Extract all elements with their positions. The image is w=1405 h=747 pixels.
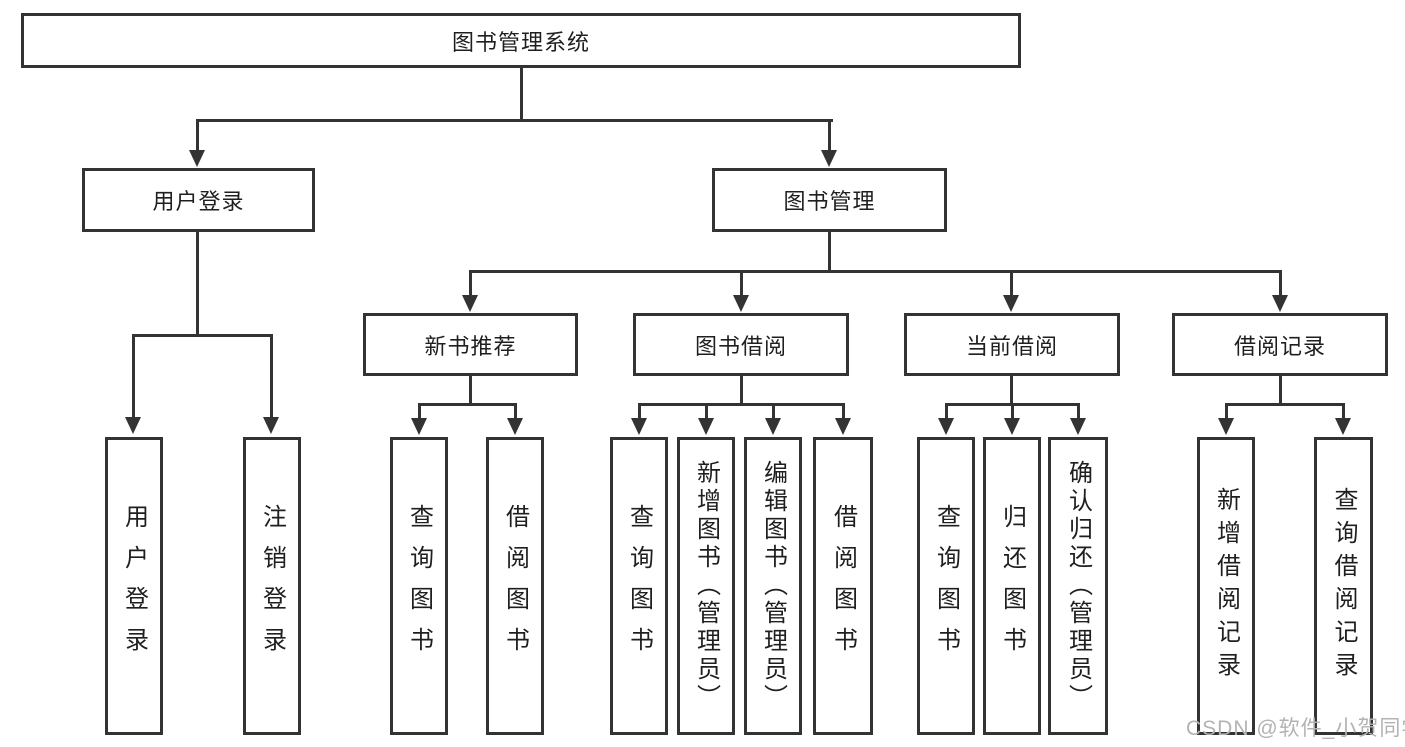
arrow-down-icon [1003, 295, 1019, 312]
leaf-query-books-current: 查询图书 [917, 437, 975, 735]
csdn-watermark: CSDN @软件_小贺同学 [1186, 717, 1405, 740]
connector-line [1342, 403, 1345, 420]
connector-line [469, 376, 472, 406]
leaf-logout: 注销登录 [243, 437, 301, 735]
arrow-down-icon [835, 418, 851, 435]
connector-line [828, 232, 831, 273]
node-label: 查询图书 [932, 504, 960, 668]
connector-line [1010, 270, 1013, 298]
connector-line [828, 119, 831, 152]
node-label: 归还图书 [998, 504, 1026, 668]
connector-line [1279, 376, 1282, 406]
connector-line [638, 403, 641, 420]
node-label: 新书推荐 [424, 333, 517, 359]
node-label: 新增图书（管理员） [692, 460, 720, 712]
leaf-confirm-return-admin: 确认归还（管理员） [1048, 437, 1108, 735]
connector-line [469, 270, 472, 298]
connector-line [1225, 403, 1345, 406]
arrow-down-icon [821, 150, 837, 167]
arrow-down-icon [462, 295, 478, 312]
node-label: 当前借阅 [965, 333, 1058, 359]
connector-line [1077, 403, 1080, 420]
arrow-down-icon [733, 295, 749, 312]
node-label: 注销登录 [258, 504, 286, 668]
node-user-login: 用户登录 [82, 168, 315, 232]
arrow-down-icon [1218, 418, 1234, 435]
node-book-management: 图书管理 [712, 168, 947, 232]
node-label: 确认归还（管理员） [1064, 460, 1092, 712]
connector-line [1010, 376, 1013, 406]
node-book-borrowing: 图书借阅 [633, 313, 849, 376]
arrow-down-icon [631, 418, 647, 435]
connector-line [418, 403, 517, 406]
node-label: 借阅图书 [501, 504, 529, 668]
arrow-down-icon [411, 418, 427, 435]
arrow-down-icon [1272, 295, 1288, 312]
connector-line [740, 270, 743, 298]
connector-line [638, 403, 845, 406]
node-new-book-recommend: 新书推荐 [363, 313, 578, 376]
arrow-down-icon [189, 150, 205, 167]
leaf-add-borrow-record: 新增借阅记录 [1197, 437, 1255, 735]
connector-line [132, 334, 273, 337]
node-borrowing-records: 借阅记录 [1172, 313, 1388, 376]
node-label: 借阅图书 [829, 504, 857, 668]
node-label: 借阅记录 [1233, 333, 1326, 359]
arrow-down-icon [263, 417, 279, 434]
arrow-down-icon [507, 418, 523, 435]
connector-line [196, 119, 199, 152]
connector-line [945, 403, 948, 420]
connector-line [196, 232, 199, 337]
connector-line [1011, 403, 1014, 420]
connector-line [270, 334, 273, 419]
node-label: 新增借阅记录 [1212, 487, 1240, 685]
node-label: 用户登录 [152, 189, 245, 214]
connector-line [514, 403, 517, 420]
arrow-down-icon [698, 418, 714, 435]
arrow-down-icon [125, 417, 141, 434]
arrow-down-icon [765, 418, 781, 435]
leaf-query-books-borrowing: 查询图书 [610, 437, 668, 735]
leaf-return-book: 归还图书 [983, 437, 1041, 735]
connector-line [418, 403, 421, 420]
connector-line [132, 334, 135, 419]
connector-line [469, 270, 1282, 273]
connector-line [520, 68, 523, 122]
arrow-down-icon [1335, 418, 1351, 435]
leaf-query-books-recommend: 查询图书 [390, 437, 448, 735]
connector-line [842, 403, 845, 420]
connector-line [1279, 270, 1282, 298]
node-label: 用户登录 [120, 504, 148, 668]
connector-line [772, 403, 775, 420]
node-label: 编辑图书（管理员） [759, 460, 787, 712]
leaf-user-login: 用户登录 [105, 437, 163, 735]
leaf-borrow-books-borrowing: 借阅图书 [813, 437, 873, 735]
arrow-down-icon [1004, 418, 1020, 435]
node-label: 查询借阅记录 [1330, 487, 1357, 685]
node-current-borrowing: 当前借阅 [904, 313, 1120, 376]
connector-line [196, 119, 833, 122]
leaf-query-borrow-record: 查询借阅记录 [1314, 437, 1373, 735]
node-label: 图书管理系统 [451, 29, 590, 55]
node-library-system: 图书管理系统 [21, 13, 1021, 68]
connector-line [705, 403, 708, 420]
leaf-add-book-admin: 新增图书（管理员） [677, 437, 735, 735]
node-label: 查询图书 [625, 504, 653, 668]
node-label: 查询图书 [405, 504, 433, 668]
arrow-down-icon [938, 418, 954, 435]
connector-line [1225, 403, 1228, 420]
node-label: 图书借阅 [694, 333, 787, 359]
leaf-borrow-books-recommend: 借阅图书 [486, 437, 544, 735]
arrow-down-icon [1070, 418, 1086, 435]
leaf-edit-book-admin: 编辑图书（管理员） [744, 437, 802, 735]
node-label: 图书管理 [783, 189, 876, 214]
connector-line [740, 376, 743, 406]
